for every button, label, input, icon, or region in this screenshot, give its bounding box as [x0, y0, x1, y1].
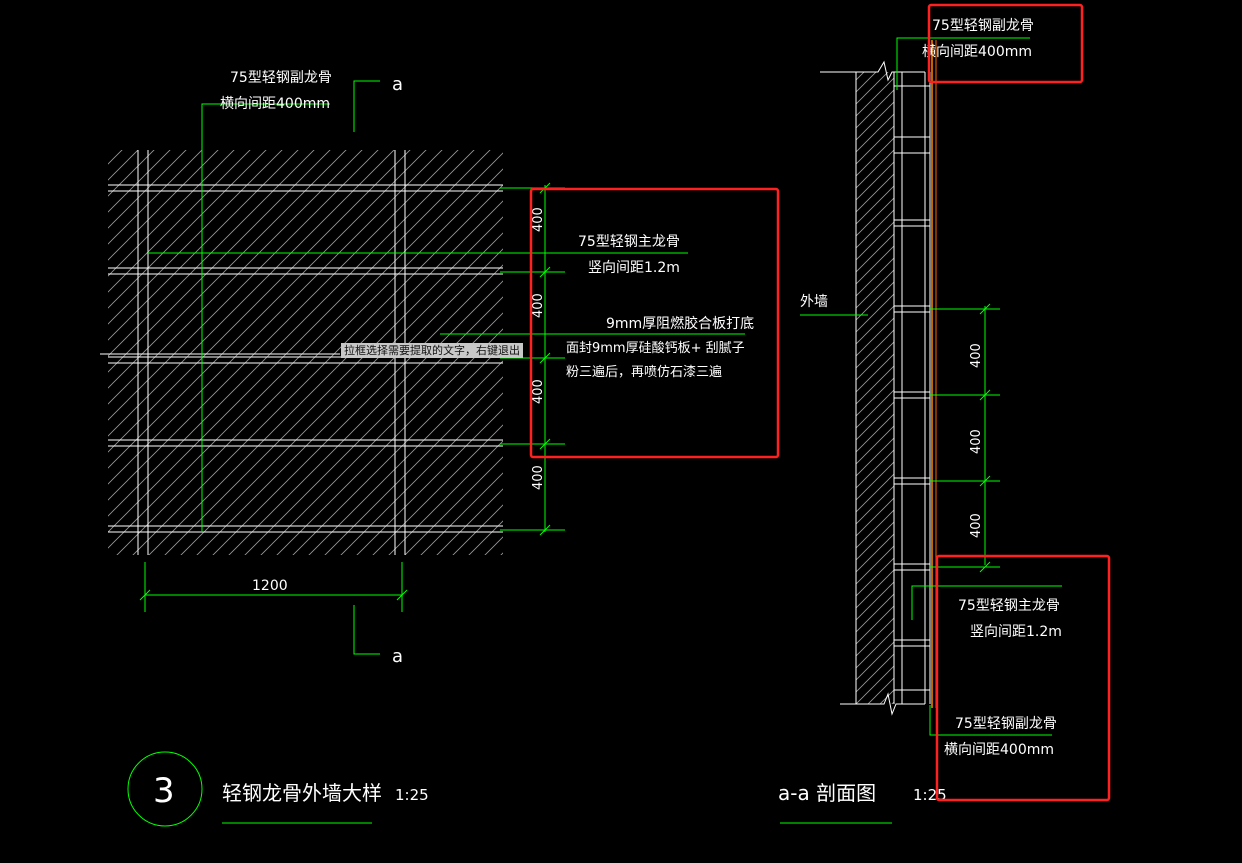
- section-callout-bottom-line2: 横向间距400mm: [944, 742, 1054, 758]
- section-dim-2: 400: [969, 429, 984, 454]
- plan-view: 75型轻钢副龙骨 横向间距400mm a a 75型轻钢主龙骨 竖向间距1.2m…: [100, 70, 892, 827]
- section-dim-1: 400: [969, 343, 984, 368]
- plan-callout-top-line2: 横向间距400mm: [220, 96, 330, 112]
- detail-number: 3: [153, 771, 175, 811]
- detail-scale: 1:25: [395, 786, 429, 804]
- plan-dim-3: 400: [531, 379, 546, 404]
- section-callout-top-line1: 75型轻钢副龙骨: [932, 18, 1034, 34]
- wall-label: 外墙: [800, 294, 828, 310]
- plan-dim-1: 400: [531, 207, 546, 232]
- section-callout-main-line2: 竖向间距1.2m: [970, 624, 1062, 640]
- title-block: 3 轻钢龙骨外墙大样 1:25 a-a 剖面图 1:25: [153, 771, 947, 811]
- plan-callout-board-line3: 粉三遍后，再喷仿石漆三遍: [566, 364, 722, 380]
- plan-dim-4: 400: [531, 465, 546, 490]
- section-scale: 1:25: [913, 786, 947, 804]
- plan-callout-main-line1: 75型轻钢主龙骨: [578, 234, 680, 250]
- plan-dim-2: 400: [531, 293, 546, 318]
- wall-hatch: [856, 72, 894, 704]
- detail-title: 轻钢龙骨外墙大样: [222, 781, 382, 805]
- section-mark-top: a: [392, 74, 403, 95]
- section-dim-3: 400: [969, 513, 984, 538]
- section-runners: [894, 85, 930, 691]
- section-callout-top-line2: 横向间距400mm: [922, 44, 1032, 60]
- highlight-box-section-top[interactable]: [927, 3, 1084, 84]
- selection-tooltip: 拉框选择需要提取的文字，右键退出: [341, 343, 523, 358]
- highlight-box-section-bottom[interactable]: [935, 554, 1111, 802]
- section-callout-main-line1: 75型轻钢主龙骨: [958, 598, 1060, 614]
- highlight-box-plan[interactable]: [529, 187, 780, 459]
- plan-callout-board-line1: 9mm厚阻燃胶合板打底: [606, 315, 754, 332]
- section-callout-bottom-line1: 75型轻钢副龙骨: [955, 716, 1057, 732]
- section-leaders: [800, 37, 1062, 736]
- section-mark-bottom: a: [392, 646, 403, 667]
- highlight-boxes: [529, 3, 1111, 802]
- plan-callout-board-line2: 面封9mm厚硅酸钙板+ 刮腻子: [566, 341, 745, 356]
- plan-callout-main-line2: 竖向间距1.2m: [588, 260, 680, 276]
- plan-width-dim: 1200: [252, 578, 288, 594]
- plan-callout-top-line1: 75型轻钢副龙骨: [230, 70, 332, 86]
- section-view: 75型轻钢副龙骨 横向间距400mm 外墙 400 400 400 75型轻钢主…: [800, 18, 1062, 758]
- section-title: a-a 剖面图: [778, 781, 876, 805]
